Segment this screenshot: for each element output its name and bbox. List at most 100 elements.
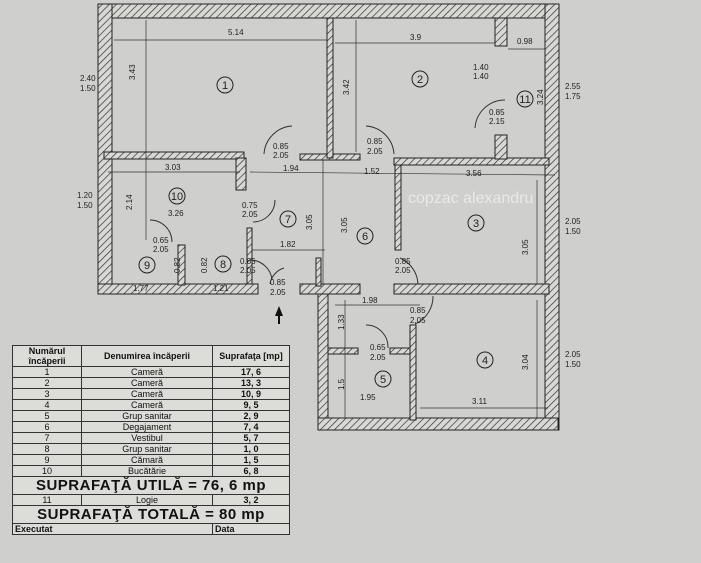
room-name: Cameră: [81, 366, 213, 378]
room-area: 5, 7: [212, 432, 290, 444]
dim-label: 3.24: [536, 89, 545, 105]
dim-label: 1.82: [280, 240, 296, 249]
room-number: 11: [12, 494, 82, 506]
door-label: 0.85: [270, 278, 286, 287]
room-area: 3, 2: [212, 494, 290, 506]
entrance-arrow-icon: [275, 306, 283, 324]
dim-label: 1.33: [337, 314, 346, 330]
door-label: 1.40: [473, 63, 489, 72]
room-5-label: 5: [380, 374, 386, 386]
window-label: 2.40: [80, 74, 96, 83]
table-header: Numărul încăperii Denumirea încăperii Su…: [12, 345, 290, 367]
door-label: 2.05: [367, 147, 383, 156]
dim-label: 1.21: [213, 284, 229, 293]
dim-label: 0.82: [200, 257, 209, 273]
door-label: 0.85: [410, 306, 426, 315]
dim-label: 3.43: [128, 64, 137, 80]
room-7-label: 7: [285, 214, 291, 226]
room-name: Grup sanitar: [81, 443, 213, 455]
room-name: Cameră: [81, 399, 213, 411]
dimension-labels: 5.14 3.43 3.9 3.42 0.98 3.24 3.03 2.14 3…: [125, 28, 545, 406]
executed-label: Executat: [12, 523, 213, 535]
room-area: 13, 3: [212, 377, 290, 389]
room-number: 9: [12, 454, 82, 466]
window-label: 1.75: [565, 92, 581, 101]
door-label: 0.85: [489, 108, 505, 117]
room-number: 6: [12, 421, 82, 433]
dim-label: 3.26: [168, 209, 184, 218]
door-label: 2.05: [395, 266, 411, 275]
room-number: 7: [12, 432, 82, 444]
window-label: 1.50: [565, 360, 581, 369]
dim-label: 1.77: [133, 284, 149, 293]
dim-label: 1.95: [360, 393, 376, 402]
dim-label: 0.82: [173, 257, 182, 273]
watermark: copzac alexandru: [408, 190, 533, 207]
dimension-lines: [108, 20, 556, 418]
door-swings: [149, 99, 506, 349]
room-name: Vestibul: [81, 432, 213, 444]
date-label: Data: [212, 523, 290, 535]
walls: [97, 3, 560, 431]
room-area: 9, 5: [212, 399, 290, 411]
room-name: Bucătărie: [81, 465, 213, 477]
dim-label: 3.04: [521, 354, 530, 370]
door-label: 0.75: [242, 201, 258, 210]
room-numbers: 1 2 3 4 5 6 7 8 9 10 11: [138, 70, 534, 388]
door-label: 0.85: [367, 137, 383, 146]
room-area: 10, 9: [212, 388, 290, 400]
room-name: Cameră: [81, 388, 213, 400]
door-label: 0.85: [395, 257, 411, 266]
door-label: 2.05: [240, 266, 256, 275]
room-area: 1, 5: [212, 454, 290, 466]
room-4-label: 4: [482, 355, 488, 367]
dim-label: 1.98: [362, 296, 378, 305]
window-label: 1.50: [565, 227, 581, 236]
room-1-label: 1: [222, 80, 228, 92]
dim-label: 3.05: [305, 214, 314, 230]
door-label: 0.65: [153, 236, 169, 245]
window-label: 1.50: [77, 201, 93, 210]
dim-label: 3.05: [521, 239, 530, 255]
door-label: 1.40: [473, 72, 489, 81]
room-number: 10: [12, 465, 82, 477]
door-label: 2.15: [489, 117, 505, 126]
room-11-label: 11: [519, 94, 530, 106]
room-name: Cămară: [81, 454, 213, 466]
door-label: 0.85: [273, 142, 289, 151]
door-label: 2.05: [242, 210, 258, 219]
door-label: 2.05: [270, 288, 286, 297]
dim-label: 0.98: [517, 37, 533, 46]
dim-label: 3.42: [342, 79, 351, 95]
room-area: 17, 6: [212, 366, 290, 378]
door-label: 0.65: [370, 343, 386, 352]
room-area: 7, 4: [212, 421, 290, 433]
door-label: 2.05: [370, 353, 386, 362]
room-3-label: 3: [473, 218, 479, 230]
header-name: Denumirea încăperii: [81, 345, 213, 367]
dim-label: 3.9: [410, 33, 422, 42]
dim-label: 1.5: [337, 378, 346, 390]
room-2-label: 2: [417, 74, 423, 86]
room-name: Cameră: [81, 377, 213, 389]
dim-label: 1.94: [283, 164, 299, 173]
window-label: 1.20: [77, 191, 93, 200]
total-area: SUPRAFAŢĂ TOTALĂ = 80 mp: [12, 505, 290, 524]
room-name: Grup sanitar: [81, 410, 213, 422]
window-label: 2.05: [565, 217, 581, 226]
room-number: 8: [12, 443, 82, 455]
room-6-label: 6: [362, 231, 368, 243]
dim-label: 3.56: [466, 169, 482, 178]
room-9-label: 9: [144, 260, 150, 272]
door-label: 2.05: [273, 151, 289, 160]
window-labels: 2.401.50 1.201.50 2.551.75 2.051.50 2.05…: [77, 74, 581, 369]
room-area: 2, 9: [212, 410, 290, 422]
door-label: 0.65: [240, 257, 256, 266]
dim-label: 2.14: [125, 194, 134, 210]
